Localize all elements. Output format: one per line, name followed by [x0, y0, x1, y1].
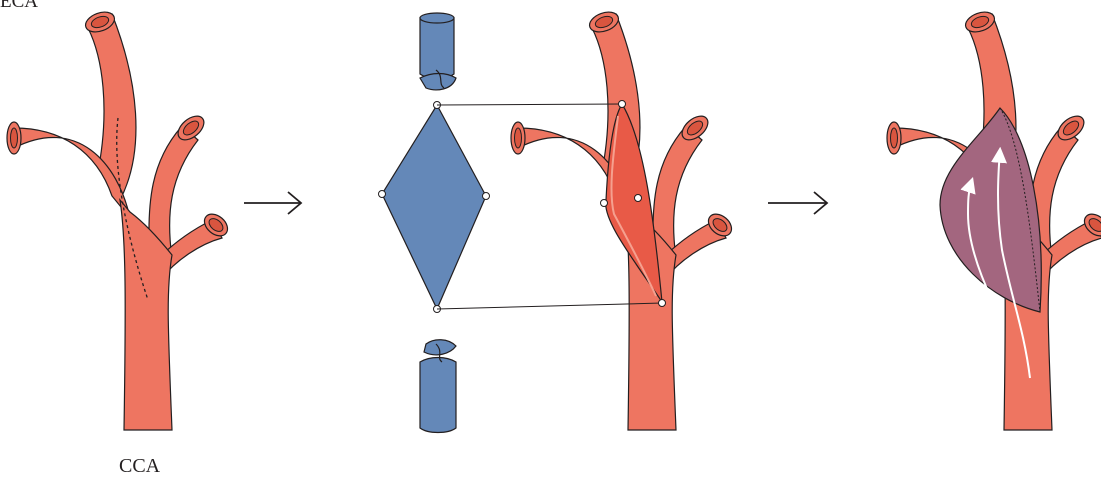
vein-segment-bottom [420, 340, 456, 433]
carotid-artery-before [7, 8, 232, 430]
right-arrow-icon [244, 192, 301, 214]
vein-segment-top [420, 13, 456, 90]
right-arrow-icon [768, 192, 827, 214]
carotid-artery-opened [511, 8, 736, 430]
cca-label: CCA [119, 455, 160, 478]
diamond-patch [379, 102, 490, 313]
carotid-artery-repaired [887, 8, 1101, 430]
repaired-patch [940, 108, 1041, 312]
eca-label: ECA [0, 0, 38, 13]
